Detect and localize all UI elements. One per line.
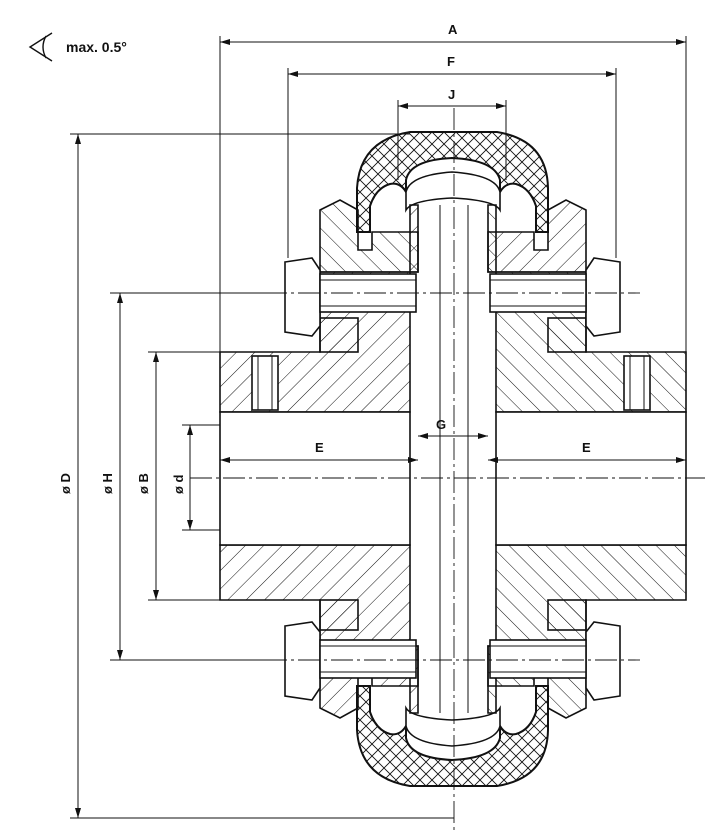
- angle-note: max. 0.5°: [28, 32, 127, 62]
- dim-label-f: F: [447, 54, 455, 69]
- dimension-labels: A F J G E E ø D ø H ø B ø d: [58, 22, 591, 494]
- dim-label-e-right: E: [582, 440, 591, 455]
- tire-element: [356, 131, 549, 787]
- center-lines: [190, 108, 705, 832]
- dim-label-h: ø H: [100, 473, 115, 494]
- dim-label-j: J: [448, 87, 455, 102]
- dim-label-b: ø B: [136, 473, 151, 494]
- angle-icon: [28, 32, 53, 62]
- left-hub: [219, 204, 419, 714]
- dim-label-d-bore: ø d: [171, 474, 186, 494]
- dimension-lines: [70, 36, 687, 819]
- angle-note-text: max. 0.5°: [66, 39, 127, 55]
- dim-label-g: G: [436, 417, 446, 432]
- dim-label-e-left: E: [315, 440, 324, 455]
- dim-label-d-outer: ø D: [58, 473, 73, 494]
- dim-label-a: A: [448, 22, 458, 37]
